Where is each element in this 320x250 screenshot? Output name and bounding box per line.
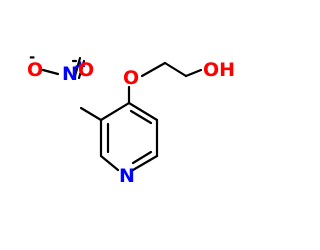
nitro-oxygen-left-label: O (27, 59, 43, 81)
bond-ring-n1-c2 (99, 154, 120, 172)
bond-ring-c4-c5 (127, 101, 159, 122)
bond-ch2-ch2 (163, 61, 188, 78)
bond-ring-c4-c5-inner (129, 109, 153, 125)
nitro-oxygen-top-label: O (78, 59, 94, 81)
bond-ring-c6-n1-inner (131, 150, 153, 165)
hydroxyl-label: OH (203, 59, 235, 81)
molecule-diagram: OH O N + O O - N (27, 48, 235, 187)
bond-ch2-oh (184, 68, 203, 78)
bond-nitro-n-o-top-b (77, 59, 86, 80)
nitro-nitrogen-label: N (62, 63, 78, 85)
nitro-oxygen-left-charge: - (29, 48, 35, 66)
bond-ring-c3-c4 (99, 101, 131, 122)
bond-ring-c6-n1 (131, 154, 159, 172)
structure-canvas: OH O N + O O - N (27, 48, 236, 187)
bond-ether-o-ch2 (140, 61, 167, 78)
nitro-nitrogen-charge: + (74, 57, 87, 75)
ring-nitrogen-label: N (119, 165, 135, 187)
atom-labels: OH O N + O O - N (27, 48, 235, 187)
bonds (41, 56, 203, 172)
bond-c3-nitro-n (79, 106, 103, 122)
bond-nitro-n-o-left (41, 68, 60, 76)
bond-nitro-n-o-top-a (73, 56, 82, 78)
ether-oxygen-label: O (123, 67, 139, 89)
